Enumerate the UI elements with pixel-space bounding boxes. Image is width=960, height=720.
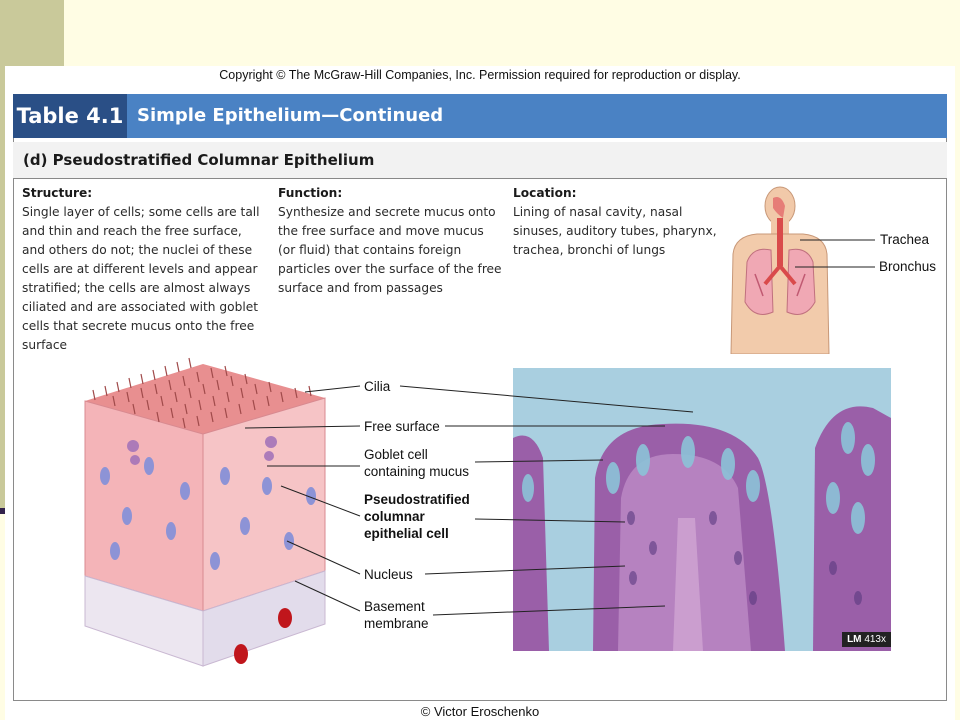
- label-pseudo-line-3: epithelial cell: [364, 526, 449, 541]
- epithelium-diagram: [84, 357, 326, 667]
- label-basement-line-2: membrane: [364, 616, 429, 631]
- label-free-surface: Free surface: [364, 419, 440, 434]
- label-nucleus: Nucleus: [364, 567, 413, 582]
- sidebar-accent-strip: [0, 66, 5, 512]
- location-column: Location: Lining of nasal cavity, nasal …: [513, 184, 718, 260]
- location-heading: Location:: [513, 186, 577, 200]
- label-goblet-line-1: Goblet cell: [364, 447, 428, 462]
- function-text: Synthesize and secrete mucus onto the fr…: [278, 205, 502, 295]
- torso-illustration: [730, 186, 830, 354]
- function-heading: Function:: [278, 186, 343, 200]
- table-number: Table 4.1: [13, 94, 127, 138]
- label-trachea: Trachea: [880, 232, 930, 247]
- label-basement-membrane: Basement membrane: [364, 598, 429, 632]
- magnification-badge: LM 413x: [842, 632, 891, 647]
- label-pseudostratified-cell: Pseudostratified columnar epithelial cel…: [364, 491, 470, 542]
- location-text: Lining of nasal cavity, nasal sinuses, a…: [513, 205, 717, 257]
- label-pseudo-line-1: Pseudostratified: [364, 492, 470, 507]
- label-cilia: Cilia: [364, 379, 391, 394]
- structure-heading: Structure:: [22, 186, 93, 200]
- photo-credit: © Victor Eroschenko: [420, 704, 540, 719]
- table-title: Simple Epithelium—Continued: [137, 105, 444, 126]
- bullet-marker: [0, 508, 6, 514]
- label-pseudo-line-2: columnar: [364, 509, 425, 524]
- structure-text: Single layer of cells; some cells are ta…: [22, 205, 260, 352]
- micrograph-image: [513, 368, 891, 651]
- label-goblet-line-2: containing mucus: [364, 464, 470, 479]
- function-column: Function: Synthesize and secrete mucus o…: [278, 184, 503, 298]
- slide-figure: Copyright © The McGraw-Hill Companies, I…: [5, 66, 955, 720]
- table-frame: [13, 138, 947, 701]
- section-title: (d) Pseudostratified Columnar Epithelium: [23, 151, 375, 169]
- table-header: Table 4.1 Simple Epithelium—Continued: [13, 94, 947, 138]
- label-basement-line-1: Basement: [364, 599, 425, 614]
- label-bronchus: Bronchus: [879, 259, 937, 274]
- copyright-notice: Copyright © The McGraw-Hill Companies, I…: [219, 68, 741, 82]
- label-goblet-cell: Goblet cell containing mucus: [364, 446, 469, 480]
- section-band: (d) Pseudostratified Columnar Epithelium: [13, 142, 947, 179]
- sidebar-accent-bar: [0, 0, 64, 66]
- magnification-value: 413x: [864, 634, 886, 645]
- structure-column: Structure: Single layer of cells; some c…: [22, 184, 267, 355]
- magnification-prefix: LM: [847, 634, 862, 645]
